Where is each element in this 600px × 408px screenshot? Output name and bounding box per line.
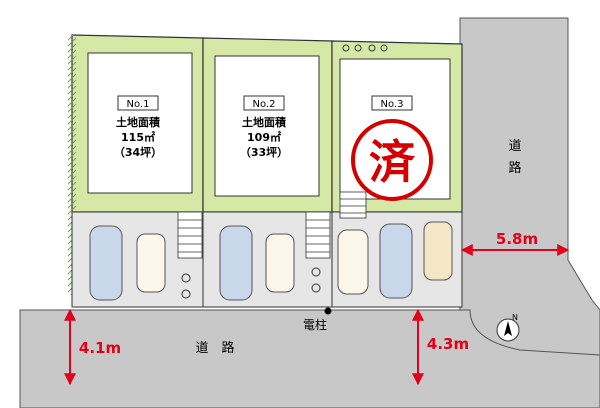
lot-3-label: No.3	[371, 95, 413, 111]
south-road-label: 道 路	[195, 340, 234, 356]
north-arrow-icon: N	[496, 313, 520, 342]
car	[89, 225, 123, 301]
car	[337, 229, 369, 295]
lot-1-area-tsubo: （34坪）	[114, 146, 162, 159]
lot-2-area-m2: 109㎡	[247, 130, 281, 144]
lot-1-area-title: 土地面積	[116, 115, 161, 129]
east-road-width-label: 5.8m	[496, 230, 538, 248]
house-1	[87, 52, 193, 194]
lot-2-area-tsubo: （33坪）	[240, 146, 288, 159]
compass-label: N	[512, 313, 518, 322]
stairs-1	[177, 211, 203, 259]
lot-2-area-title: 土地面積	[242, 115, 287, 129]
east-road-label-1: 道	[508, 139, 521, 154]
car	[136, 233, 166, 293]
house-2	[214, 55, 320, 197]
south-road-left-label: 4.1m	[79, 339, 121, 357]
car	[219, 225, 253, 301]
sold-stamp: 済	[351, 119, 433, 201]
utility-pole-icon	[324, 307, 332, 315]
stairs-2	[305, 211, 331, 259]
lot-3-no: No.3	[381, 99, 404, 110]
south-road	[19, 309, 600, 408]
utility-pole-label: 電柱	[303, 317, 327, 332]
lot-1-label: No.1 土地面積 115㎡ （34坪）	[114, 95, 162, 159]
south-road-right-label: 4.3m	[427, 335, 469, 353]
car	[379, 223, 413, 299]
car	[423, 221, 453, 281]
east-road-label-2: 路	[508, 160, 521, 176]
lot-1-no: No.1	[127, 99, 150, 110]
sold-stamp-text: 済	[369, 135, 416, 189]
lot-2-label: No.2 土地面積 109㎡ （33坪）	[240, 95, 288, 159]
cars	[89, 221, 453, 301]
car	[265, 233, 295, 293]
west-hedge	[68, 35, 76, 295]
lot-1-area-m2: 115㎡	[121, 130, 155, 144]
bicycle-icon	[181, 44, 388, 299]
stairs-3	[339, 191, 367, 219]
lot-2-no: No.2	[253, 99, 276, 110]
